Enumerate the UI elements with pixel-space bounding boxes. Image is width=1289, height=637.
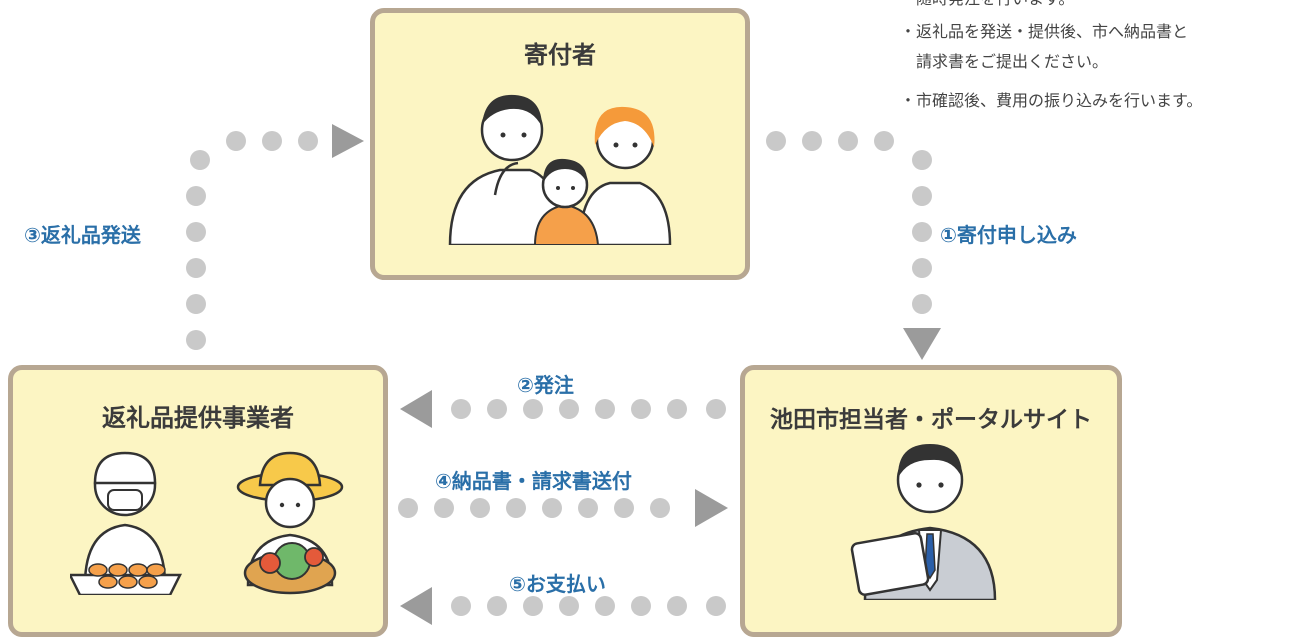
flow2-dot [631,399,651,419]
note-line-3: ・市確認後、費用の振り込みを行います。 [900,91,1203,110]
family-illustration [448,94,672,245]
flow5-dot [559,596,579,616]
flow4-dot [614,498,634,518]
flow5-dot [631,596,651,616]
flow3-dot [186,294,206,314]
flow2-arrow-left [400,390,432,428]
flow2-dot [559,399,579,419]
flow3-dot [226,131,246,151]
flow4-dot [650,498,670,518]
flow1-dot [912,258,932,278]
flow1-dot [802,131,822,151]
flow3-dot [186,330,206,350]
flow4-dot [470,498,490,518]
flow4-arrow-right [695,489,728,527]
flow3-dot [298,131,318,151]
flow5-dot [487,596,507,616]
flow4-dot [398,498,418,518]
flow2-dot [706,399,726,419]
flow1-dot [912,222,932,242]
donor-title: 寄付者 [524,41,596,69]
flow1-arrow-down [903,328,941,360]
flow5-arrow-left [400,587,432,625]
supplier-title: 返礼品提供事業者 [102,404,294,432]
flow3-dot [186,222,206,242]
step2-label: ②発注 [517,373,574,397]
flow5-dot [667,596,687,616]
flow4-dot [434,498,454,518]
step5-label: ⑤お支払い [509,572,606,596]
step4-label: ④納品書・請求書送付 [435,469,632,493]
flow3-dot [262,131,282,151]
note-line-1: ・返礼品を発送・提供後、市へ納品書と [900,22,1189,41]
supplier-illustration [70,451,344,595]
flow3-arrow-right [332,124,364,158]
donor-box: 寄付者 [370,8,750,280]
flow4-dot [578,498,598,518]
flow5-dot [523,596,543,616]
note-line-2: 請求書をご提出ください。 [900,52,1109,71]
flow3-dot [190,150,210,170]
flow2-dot [523,399,543,419]
flow1-dot [874,131,894,151]
flow2-dot [451,399,471,419]
flow1-dot [766,131,786,151]
step1-label: ①寄付申し込み [940,223,1077,247]
official-illustration [850,444,997,600]
flow3-dot [186,186,206,206]
flow4-dot [506,498,526,518]
flow5-dot [451,596,471,616]
note-partial: 随時発注を行います。 [900,0,1074,14]
flow4-dot [542,498,562,518]
flow2-dot [487,399,507,419]
flow1-dot [912,294,932,314]
flow2-dot [667,399,687,419]
flow3-dot [186,258,206,278]
flow2-dot [595,399,615,419]
flow5-dot [706,596,726,616]
flow1-dot [838,131,858,151]
flow5-dot [595,596,615,616]
flow1-dot [912,150,932,170]
step3-label: ③返礼品発送 [24,223,141,247]
city-title: 池田市担当者・ポータルサイト [770,407,1092,433]
flow1-dot [912,186,932,206]
